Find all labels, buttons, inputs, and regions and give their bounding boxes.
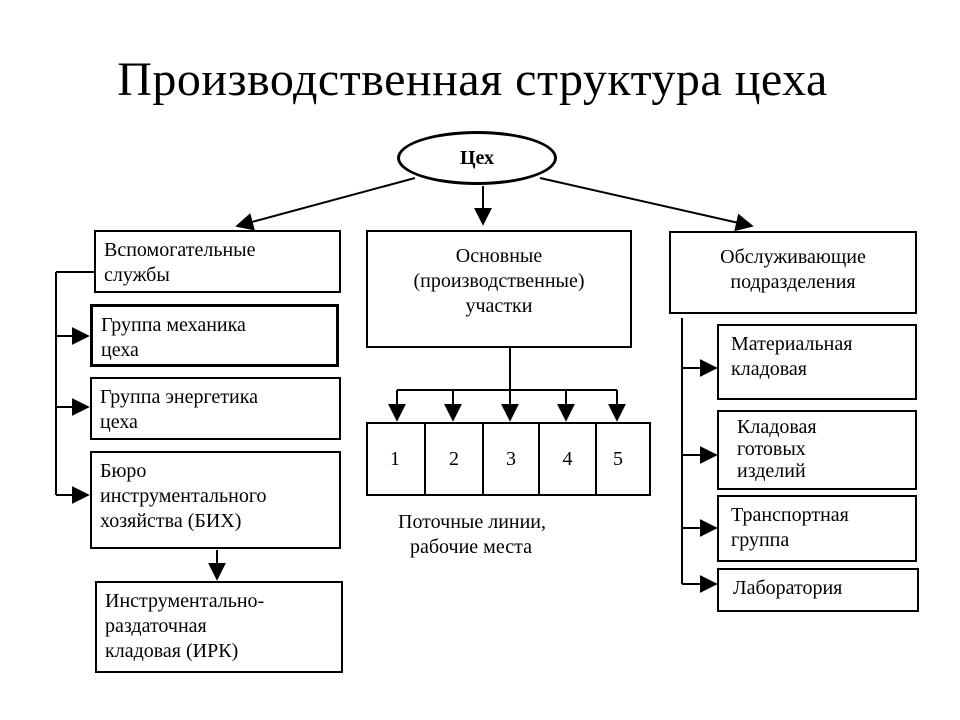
cell-divider [424,422,426,496]
flow-lines-caption-line1: Поточные линии, [398,511,547,533]
aux-item-label-line1: Бюро [100,460,147,482]
main-sections-box: Основные (производственные) участки [366,230,632,348]
aux-item-label-line2: цеха [101,339,139,361]
svc-item-box: Материальная кладовая [717,324,917,400]
service-label-line2: подразделения [730,271,856,293]
aux-item-label-line1: Группа энергетика [100,386,259,408]
aux-item-label-line2: инструментального [100,485,267,507]
sub-item-label-line1: Инструментально- [105,590,265,612]
svc-item-label-line2: готовых [737,438,806,460]
sub-item-label-line3: кладовая (ИРК) [105,640,239,662]
svc-item-label-line1: Транспортная [731,504,849,526]
aux-item-label-line1: Группа механика [101,314,246,336]
aux-item-label-line2: цеха [100,411,138,433]
flow-line-cell: 2 [449,447,459,470]
svc-item-label-line2: группа [731,529,790,551]
arrow-to-service [539,177,754,232]
flow-line-cell: 3 [506,447,516,470]
auxiliary-label-line1: Вспомогательные [104,239,256,261]
arrow-to-auxiliary [235,177,416,231]
main-label-line3: участки [465,295,533,317]
flow-line-cell: 4 [562,447,573,470]
svc-item-label-line1: Материальная [731,333,853,355]
sub-item-label-line2: раздаточная [105,615,207,637]
auxiliary-services-box: Вспомогательные службы [94,230,341,293]
main-label-line2: (производственные) [413,270,585,292]
svc-item-box: Транспортная группа [717,495,917,562]
flow-line-cell: 1 [390,447,400,470]
svc-item-label-line2: кладовая [731,358,808,380]
cell-divider [482,422,484,496]
sub-item-box: Инструментально- раздаточная кладовая (И… [95,581,343,673]
page-title: Производственная структура цеха [117,53,828,106]
aux-item-box: Группа механика цеха [90,304,339,367]
svc-item-box: Лаборатория [717,568,919,612]
flow-lines-table [366,422,651,496]
flow-line-cell: 5 [613,447,623,470]
cell-divider [538,422,540,496]
svc-item-label-line1: Кладовая [737,416,817,438]
svc-item-label-line1: Лаборатория [733,577,843,599]
cell-divider [595,422,597,496]
aux-item-box: Бюро инструментального хозяйства (БИХ) [90,451,341,549]
root-node: Цех [397,131,557,185]
svc-item-box: Кладовая готовых изделий [717,410,917,490]
svc-item-label-line3: изделий [737,460,806,482]
service-label-line1: Обслуживающие [720,246,866,268]
main-label-line1: Основные [455,245,543,267]
flow-lines-caption-line2: рабочие места [410,536,532,558]
auxiliary-label-line2: службы [104,264,170,286]
aux-item-label-line3: хозяйства (БИХ) [100,510,242,532]
aux-item-box: Группа энергетика цеха [90,377,341,440]
service-units-box: Обслуживающие подразделения [669,231,917,314]
